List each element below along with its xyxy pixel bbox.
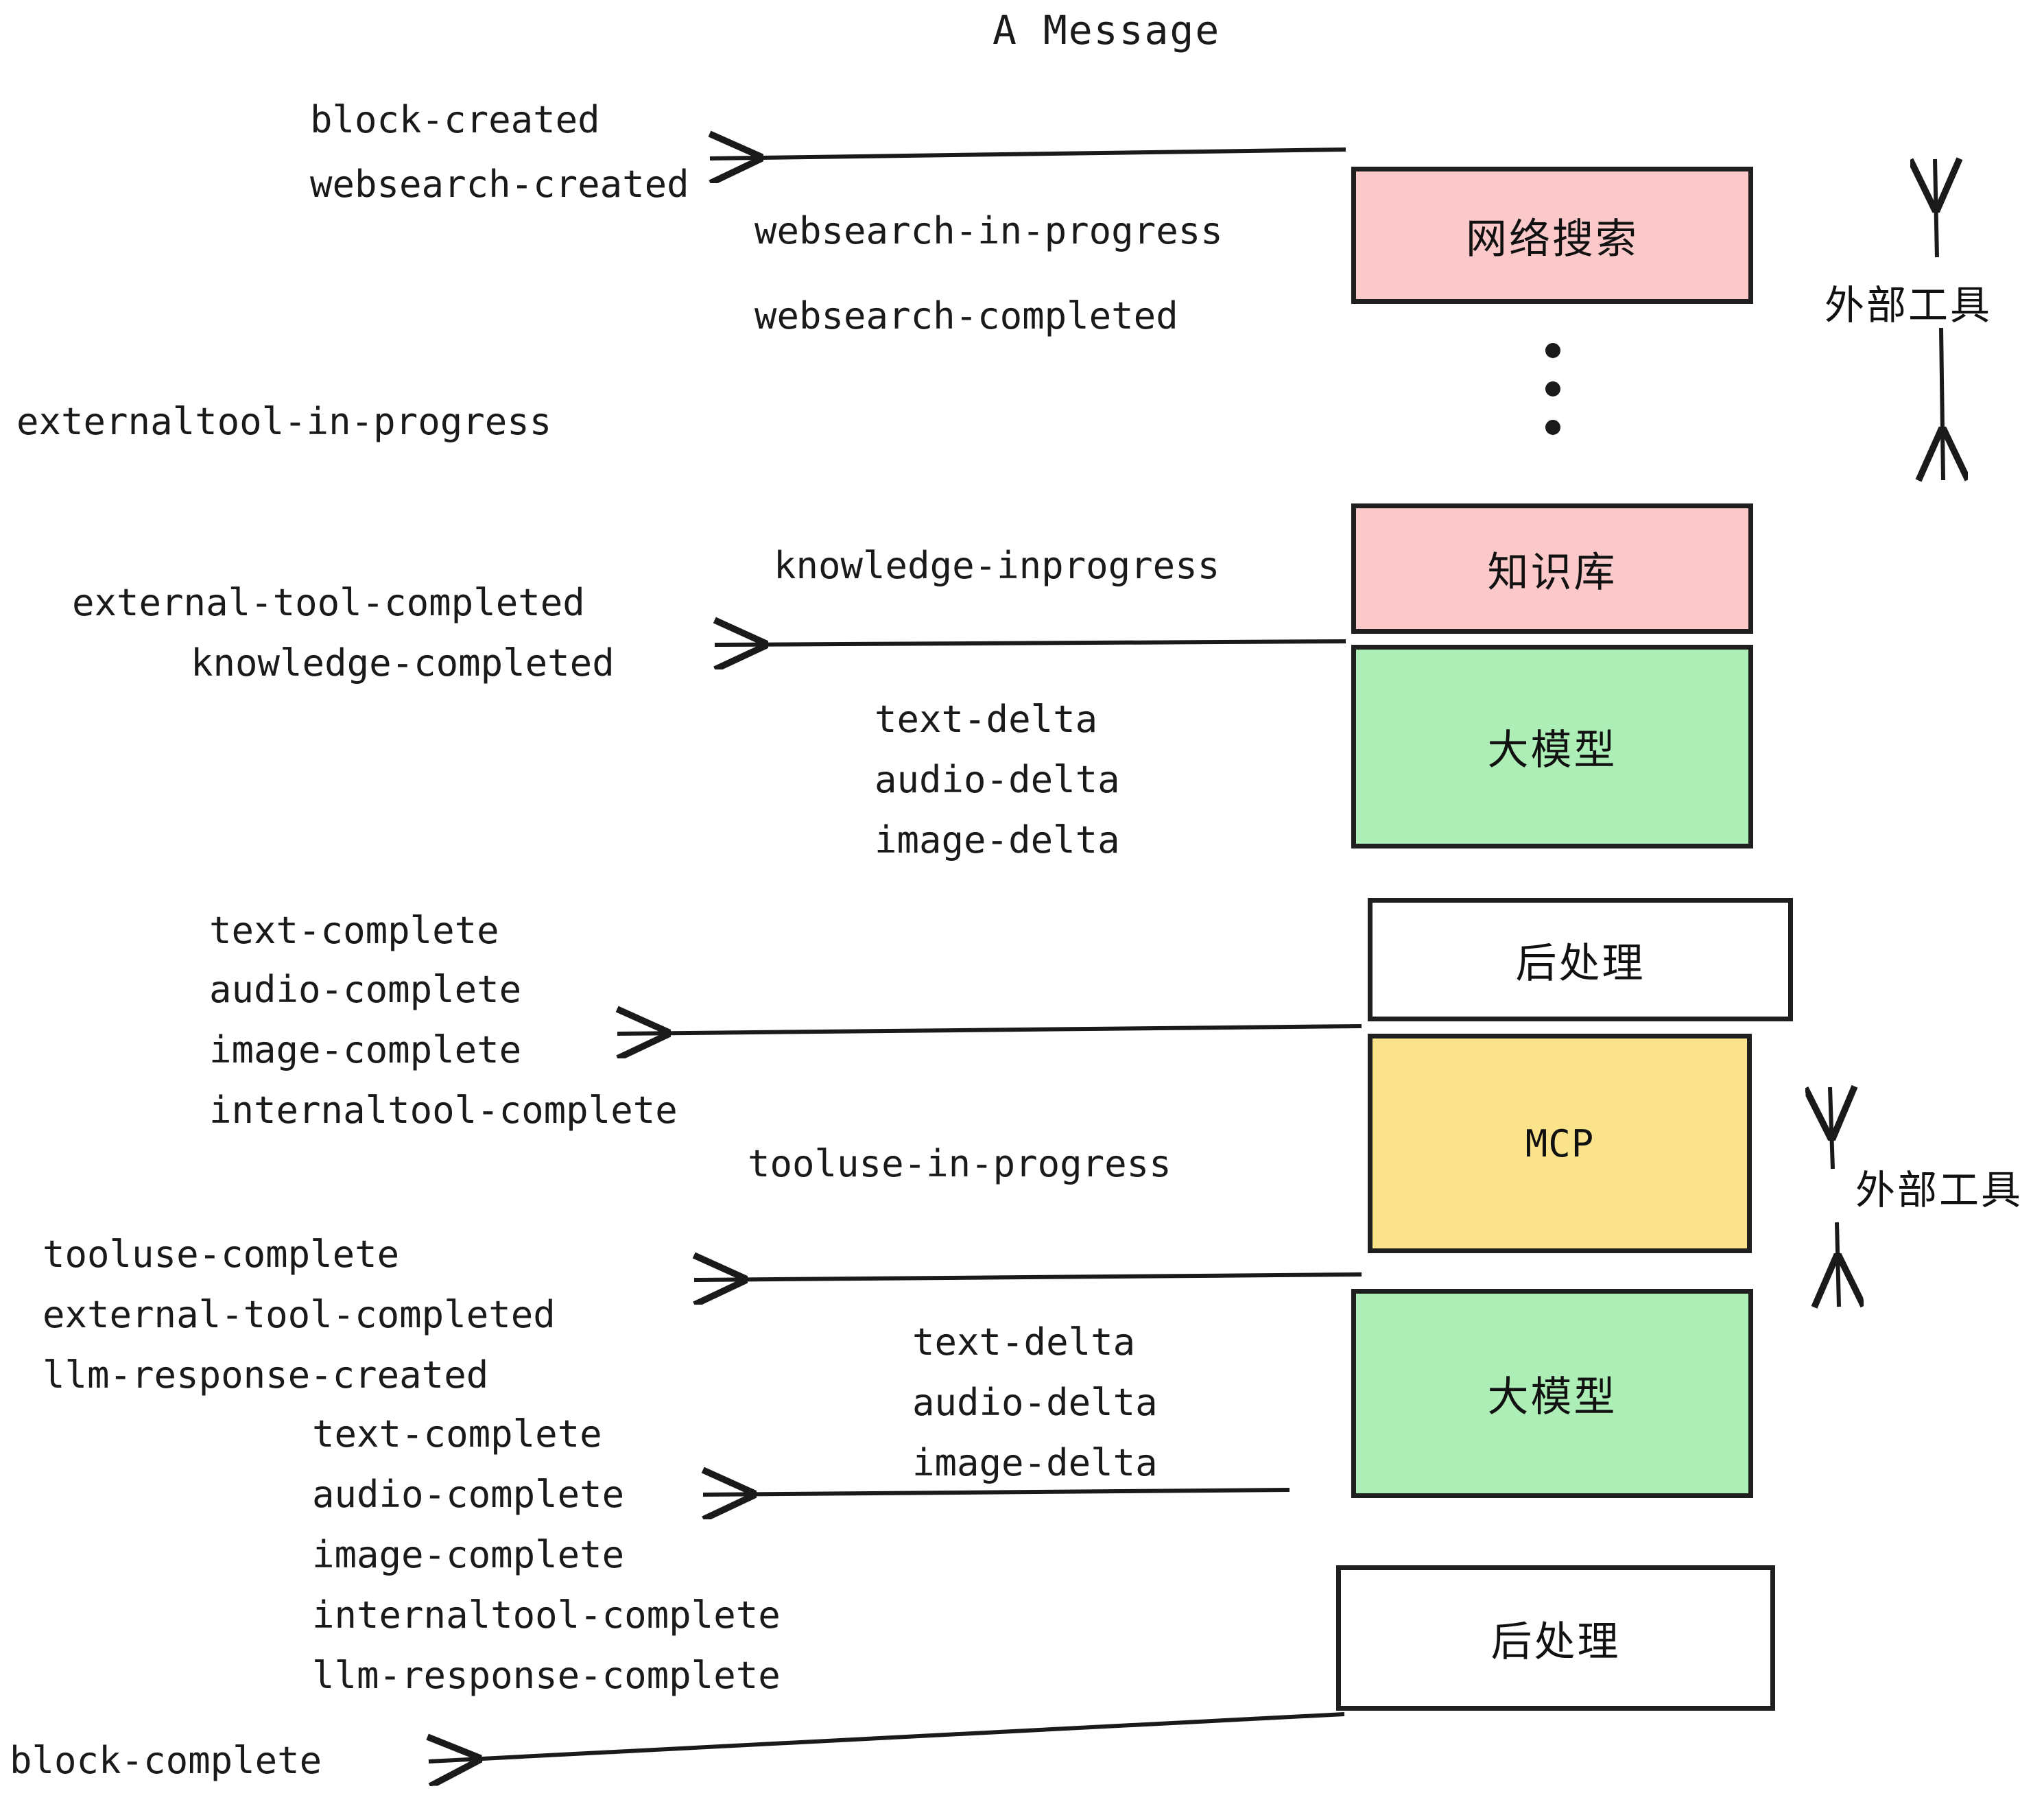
node-mcp-label: MCP [1525,1121,1595,1165]
event-audio-complete-2: audio-complete [312,1473,625,1516]
event-externaltool-in-progress: externaltool-in-progress [16,400,552,443]
event-block-complete: block-complete [10,1739,322,1782]
node-postprocess-1-label: 后处理 [1515,939,1645,988]
arrow-external-tool-up-bottom [1830,1087,1833,1170]
arrow-websearch-to-block-created [710,150,1346,158]
event-image-complete-2: image-complete [312,1533,625,1576]
event-websearch-created: websearch-created [310,163,689,206]
node-llm-1[interactable]: 大模型 [1351,645,1753,848]
event-tooluse-complete: tooluse-complete [43,1233,400,1276]
event-knowledge-completed: knowledge-completed [191,641,615,685]
node-llm-2-label: 大模型 [1487,1373,1617,1421]
event-external-tool-completed-1: external-tool-completed [72,581,585,624]
arrow-external-tool-down-top [1941,327,1943,480]
node-postprocess-2-label: 后处理 [1490,1617,1621,1666]
node-websearch-label: 网络搜索 [1466,215,1639,263]
event-block-created: block-created [310,98,600,141]
event-llm-response-created: llm-response-created [43,1353,489,1397]
event-audio-delta-1: audio-delta [875,758,1120,801]
event-internaltool-complete-2: internaltool-complete [312,1593,781,1637]
arrow-knowledge-to-knowledge-completed [715,641,1346,645]
node-postprocess-1[interactable]: 后处理 [1368,898,1793,1021]
label-external-tool-bottom: 外部工具 [1855,1167,2023,1213]
event-llm-response-complete: llm-response-complete [312,1654,781,1697]
event-image-delta-2: image-delta [912,1441,1158,1484]
node-knowledge-base-label: 知识库 [1487,548,1617,597]
event-text-delta-1: text-delta [875,698,1098,741]
event-tooluse-in-progress: tooluse-in-progress [748,1142,1172,1185]
arrow-postprocess-to-image-complete [617,1026,1362,1034]
event-websearch-completed: websearch-completed [754,294,1178,337]
event-image-complete-1: image-complete [209,1028,522,1071]
event-websearch-in-progress: websearch-in-progress [754,209,1223,252]
node-mcp[interactable]: MCP [1368,1034,1752,1253]
page-title: A Message [993,7,1221,54]
label-external-tool-top: 外部工具 [1825,282,1993,329]
event-image-delta-1: image-delta [875,818,1120,862]
arrow-external-tool-down-bottom [1837,1222,1839,1307]
ellipsis-dots [1545,343,1560,435]
event-internaltool-complete-1: internaltool-complete [209,1089,678,1132]
event-audio-delta-2: audio-delta [912,1381,1158,1424]
node-postprocess-2[interactable]: 后处理 [1336,1565,1775,1711]
event-knowledge-inprogress: knowledge-inprogress [774,544,1220,587]
arrow-llm-to-audio-complete [703,1490,1290,1495]
arrow-external-tool-up-top [1935,159,1937,258]
node-llm-2[interactable]: 大模型 [1351,1289,1753,1498]
event-external-tool-completed-2: external-tool-completed [43,1293,556,1336]
event-text-delta-2: text-delta [912,1320,1136,1364]
node-knowledge-base[interactable]: 知识库 [1351,503,1753,634]
event-text-complete-2: text-complete [312,1412,602,1456]
node-websearch[interactable]: 网络搜索 [1351,167,1753,304]
event-text-complete-1: text-complete [209,909,499,952]
arrow-mcp-to-tooluse-complete [694,1274,1362,1280]
arrow-postprocess-to-block-complete [429,1712,1345,1761]
node-llm-1-label: 大模型 [1487,726,1617,774]
event-audio-complete-1: audio-complete [209,968,522,1011]
